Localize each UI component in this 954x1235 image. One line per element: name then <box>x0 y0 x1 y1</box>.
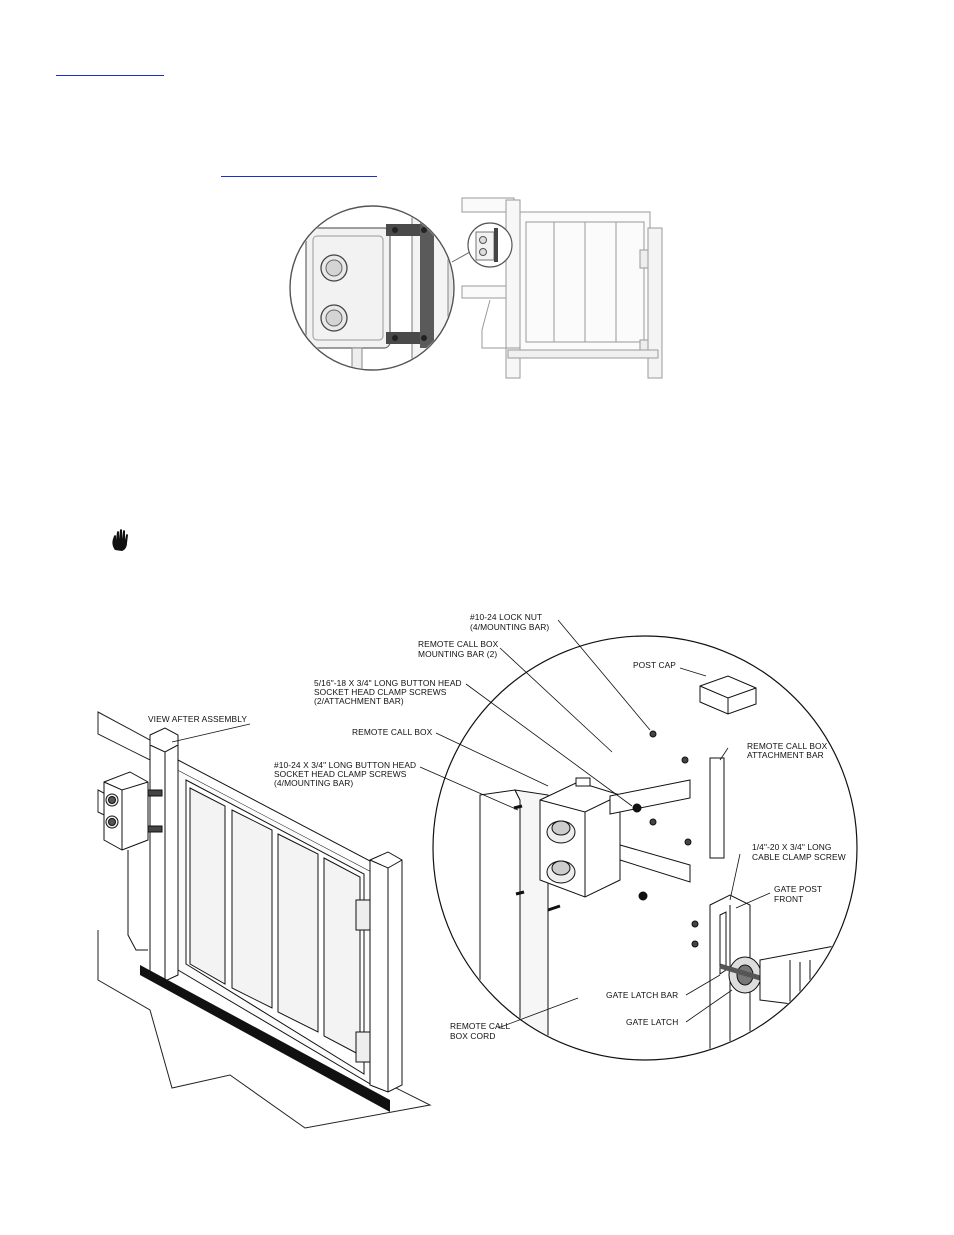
leader-lines <box>171 619 771 1029</box>
exploded-detail-circle <box>432 635 858 1061</box>
remote-call-box-detail <box>539 777 621 898</box>
label-call-box-cord: REMOTE CALL <box>450 1021 510 1031</box>
label-clamp-screws-a-2: SOCKET HEAD CLAMP SCREWS <box>314 687 447 697</box>
label-gate-latch: GATE LATCH <box>626 1017 678 1027</box>
label-lock-nut-qty: (4/MOUNTING BAR) <box>470 622 549 632</box>
label-cable-clamp-2: CABLE CLAMP SCREW <box>752 852 846 862</box>
label-gate-post-front: GATE POST <box>774 884 822 894</box>
label-mounting-bar-qty: MOUNTING BAR (2) <box>418 649 497 659</box>
label-lock-nut: #10-24 LOCK NUT <box>470 612 542 622</box>
label-attachment-bar: REMOTE CALL BOX <box>747 741 828 751</box>
label-call-box-cord-2: BOX CORD <box>450 1031 495 1041</box>
gate-panel <box>177 759 373 1086</box>
attachment-bar <box>709 757 725 859</box>
label-mounting-bar: REMOTE CALL BOX <box>418 639 499 649</box>
label-gate-latch-bar: GATE LATCH BAR <box>606 990 678 1000</box>
detail-magnifier <box>289 205 455 371</box>
post-cap <box>699 675 757 715</box>
label-clamp-screws-a-3: (2/ATTACHMENT BAR) <box>314 696 404 706</box>
label-clamp-screws-a-1: 5/16"-18 X 3/4" LONG BUTTON HEAD <box>314 678 462 688</box>
gate-overview-light <box>461 197 663 379</box>
label-gate-post-front-2: FRONT <box>774 894 803 904</box>
label-attachment-bar-2: ATTACHMENT BAR <box>747 750 824 760</box>
gate-bottom-sweep <box>140 965 390 1112</box>
label-remote-call-box: REMOTE CALL BOX <box>352 727 433 737</box>
label-clamp-screws-b-3: (4/MOUNTING BAR) <box>274 778 353 788</box>
label-cable-clamp-1: 1/4"-20 X 3/4" LONG <box>752 842 832 852</box>
label-view-after-assembly: VIEW AFTER ASSEMBLY <box>148 714 247 724</box>
link-underline-top[interactable] <box>56 75 164 76</box>
gate-post-right <box>355 851 403 1093</box>
callbox-assembled <box>103 771 163 951</box>
link-underline-inline[interactable] <box>221 176 377 177</box>
gate-post-left <box>149 727 179 983</box>
label-clamp-screws-b-1: #10-24 X 3/4" LONG BUTTON HEAD <box>274 760 416 770</box>
callbox-detail-figure <box>289 197 663 379</box>
ground-outline <box>97 930 432 1129</box>
hand-stop-icon <box>112 529 128 551</box>
label-clamp-screws-b-2: SOCKET HEAD CLAMP SCREWS <box>274 769 407 779</box>
label-post-cap: POST CAP <box>633 660 676 670</box>
